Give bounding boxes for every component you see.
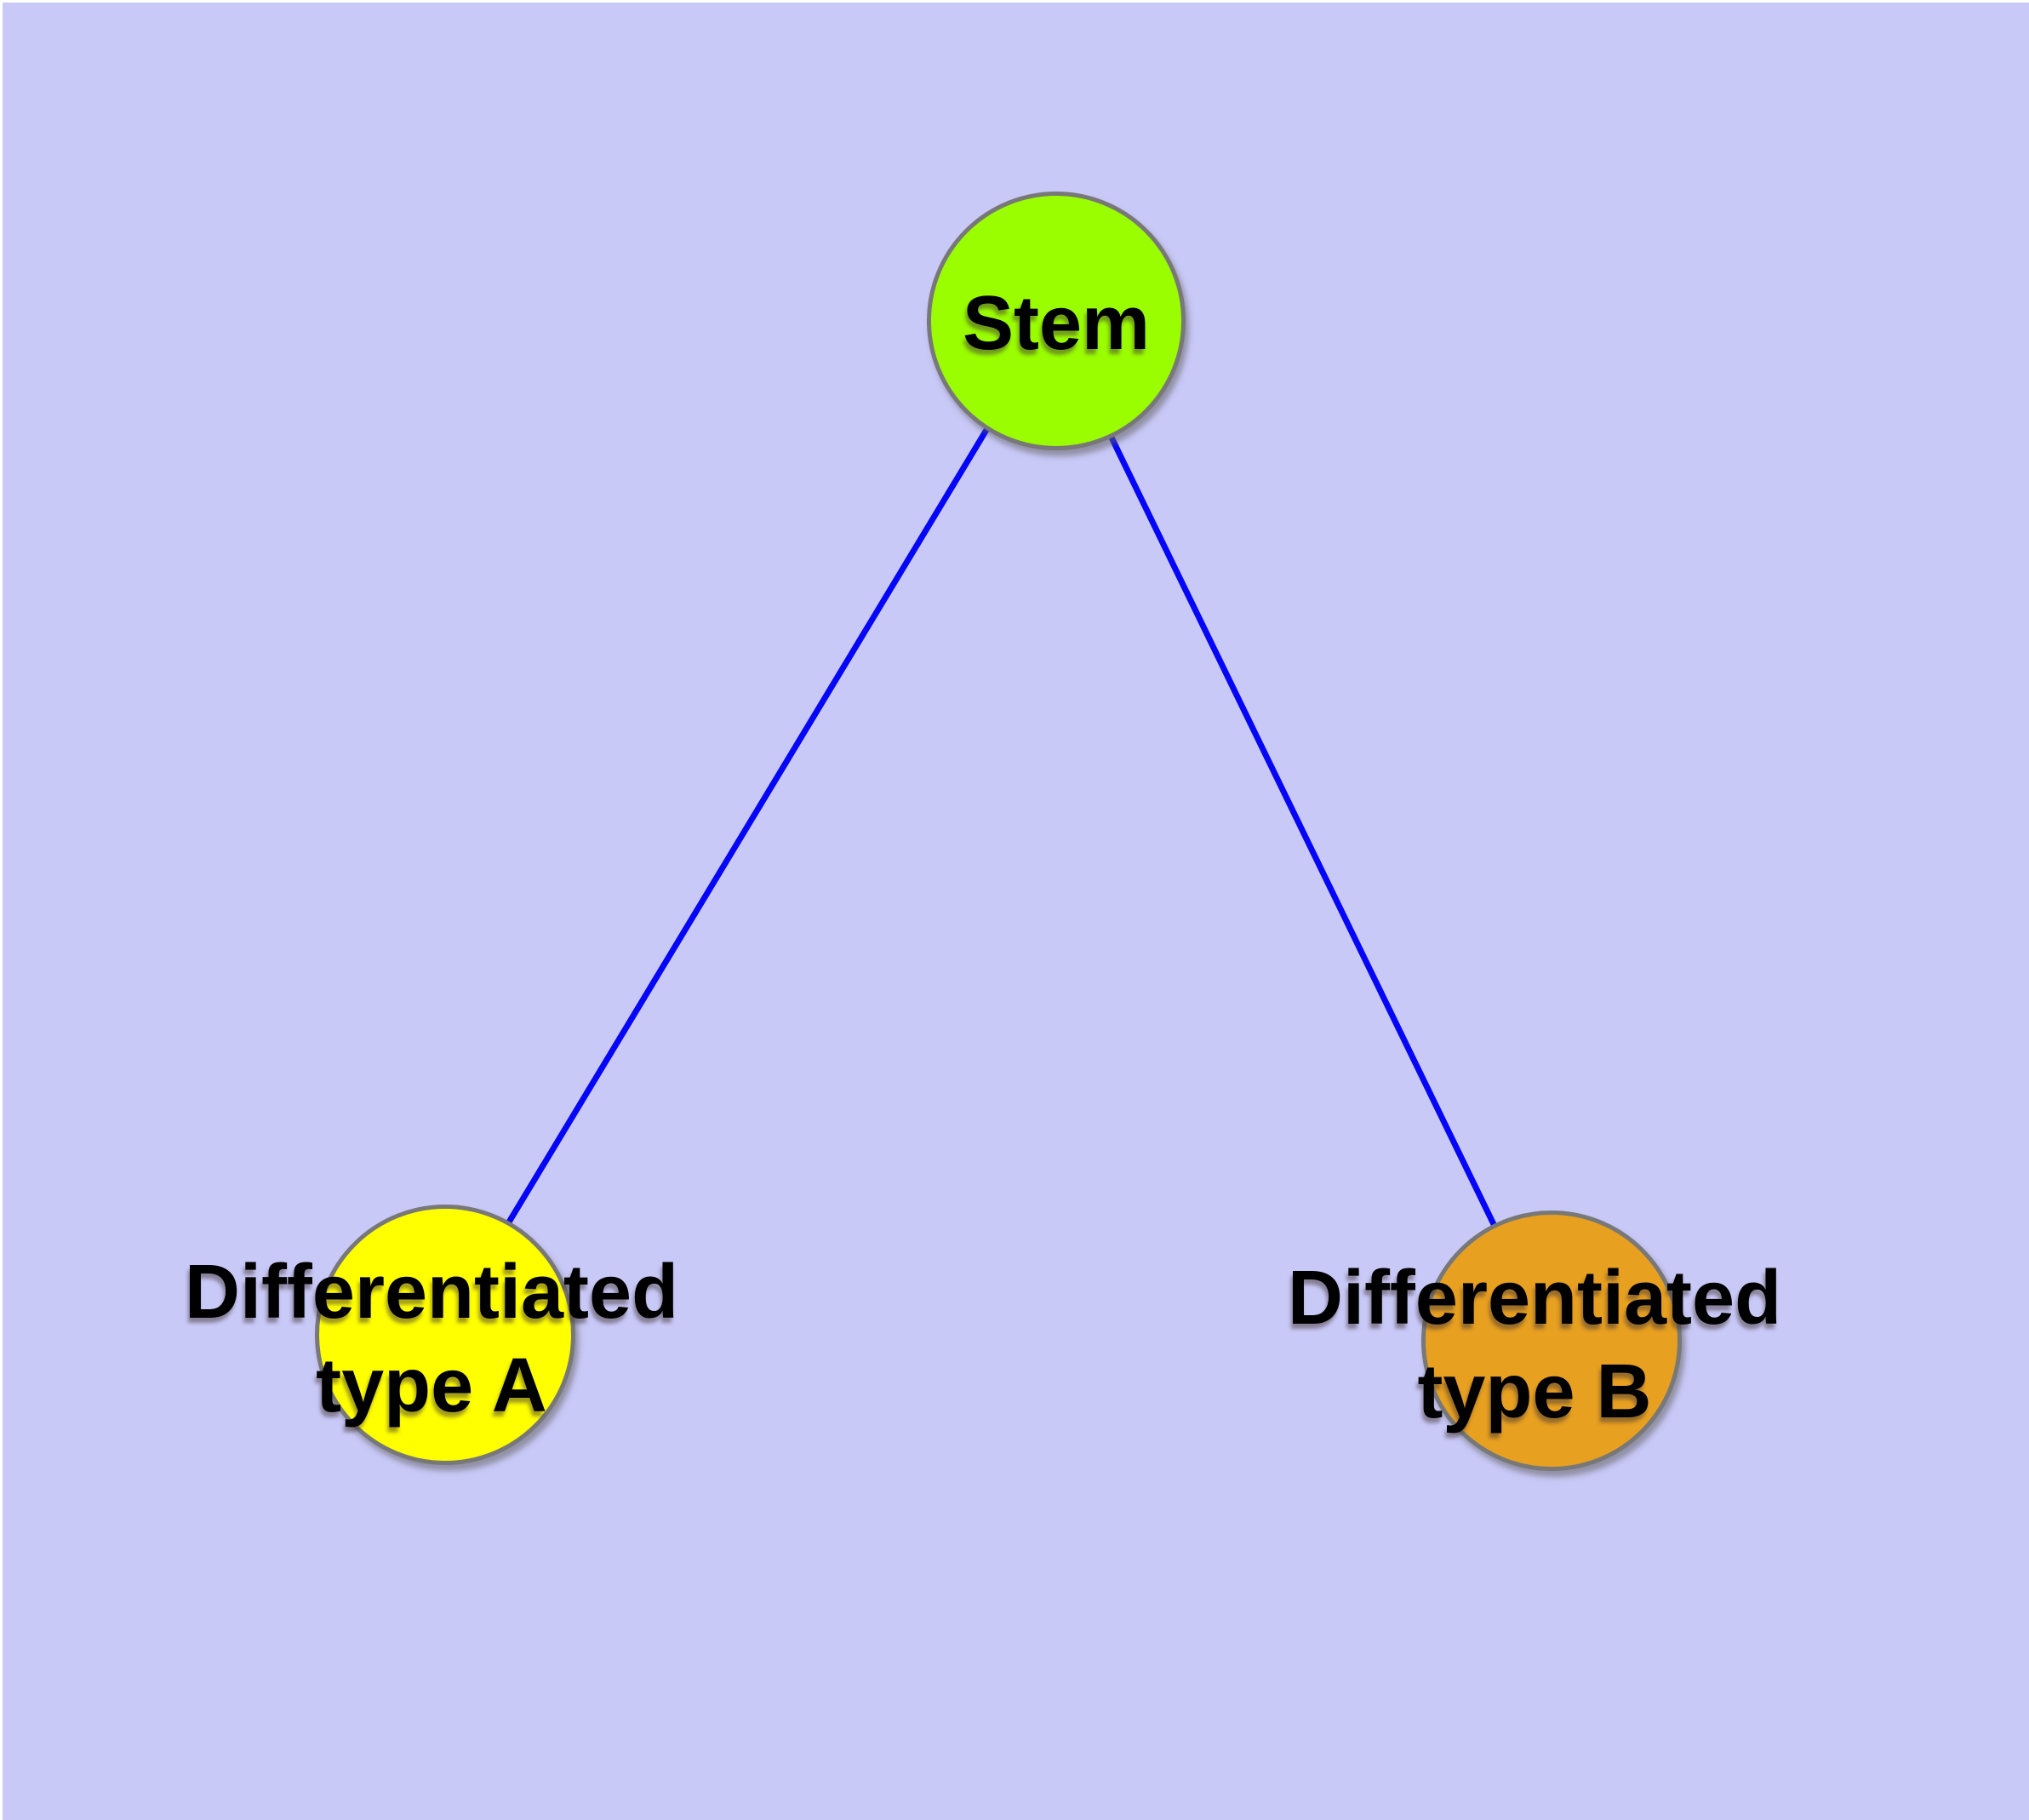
node-differentiated-type-a[interactable] (315, 1205, 575, 1465)
node-stem[interactable] (927, 192, 1186, 450)
edge-stem-diff-a (440, 317, 1056, 1334)
edge-layer (440, 317, 1552, 1340)
label-line: Differentiated (1287, 1256, 1782, 1341)
diagram-canvas: Stem Differentiated type A Differentiate… (3, 3, 2029, 1820)
node-label-stem: Stem (963, 277, 1150, 370)
node-label-differentiated-type-b: Differentiated type B (1288, 1251, 1781, 1439)
label-line: type B (1417, 1349, 1652, 1434)
label-line: Differentiated (184, 1250, 679, 1335)
node-label-differentiated-type-a: Differentiated type A (185, 1245, 678, 1433)
edge-stem-diff-b (1050, 317, 1552, 1340)
label-line: Stem (962, 281, 1151, 366)
node-differentiated-type-b[interactable] (1421, 1210, 1682, 1471)
label-line: type A (316, 1343, 547, 1428)
